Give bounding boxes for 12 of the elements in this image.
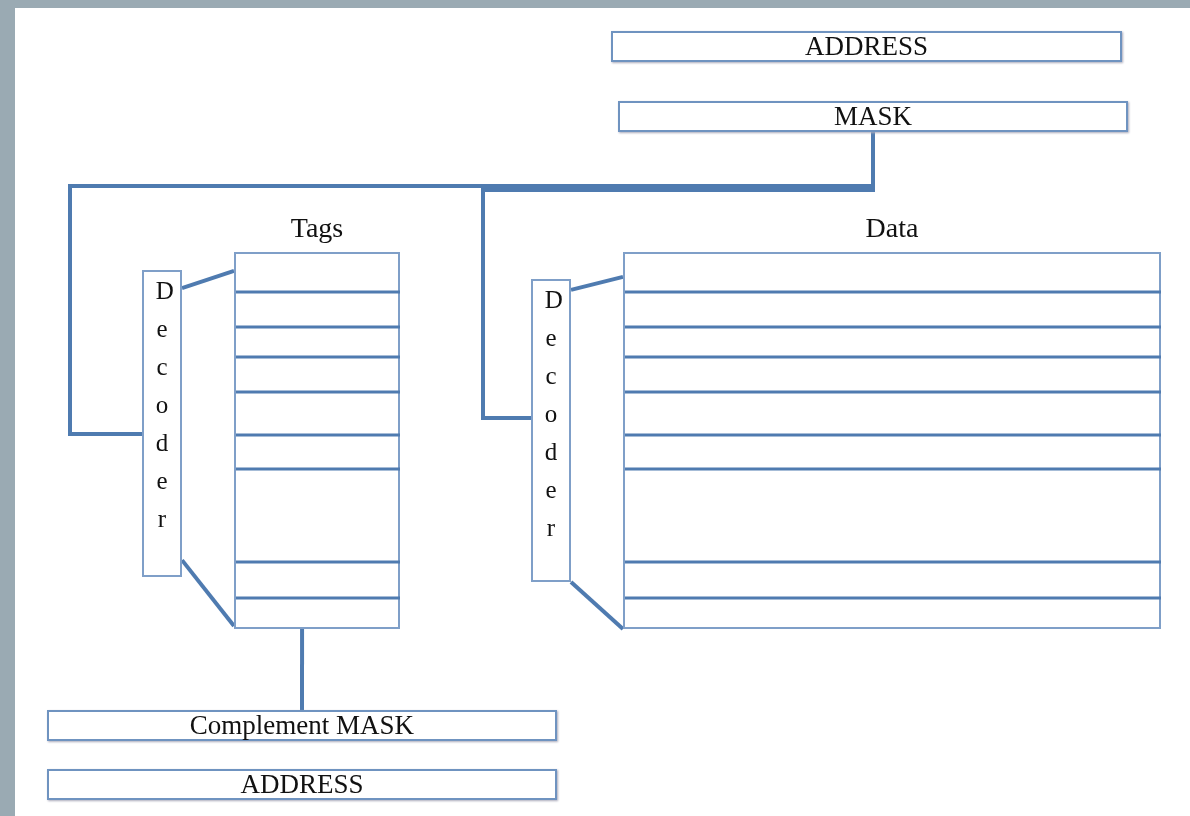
- connector-line: [570, 274, 624, 292]
- decoder-box: Decoder: [142, 270, 182, 577]
- register-bar: ADDRESS: [47, 769, 557, 800]
- register-bar: Complement MASK: [47, 710, 557, 741]
- array-heading: Tags: [289, 212, 345, 244]
- register-bar: ADDRESS: [611, 31, 1122, 62]
- register-bar: MASK: [618, 101, 1128, 132]
- connector-line: [569, 580, 625, 631]
- connector-line: [181, 268, 235, 290]
- array-heading: Data: [864, 212, 920, 244]
- decoder-box: Decoder: [531, 279, 571, 582]
- connector-line: [300, 629, 305, 710]
